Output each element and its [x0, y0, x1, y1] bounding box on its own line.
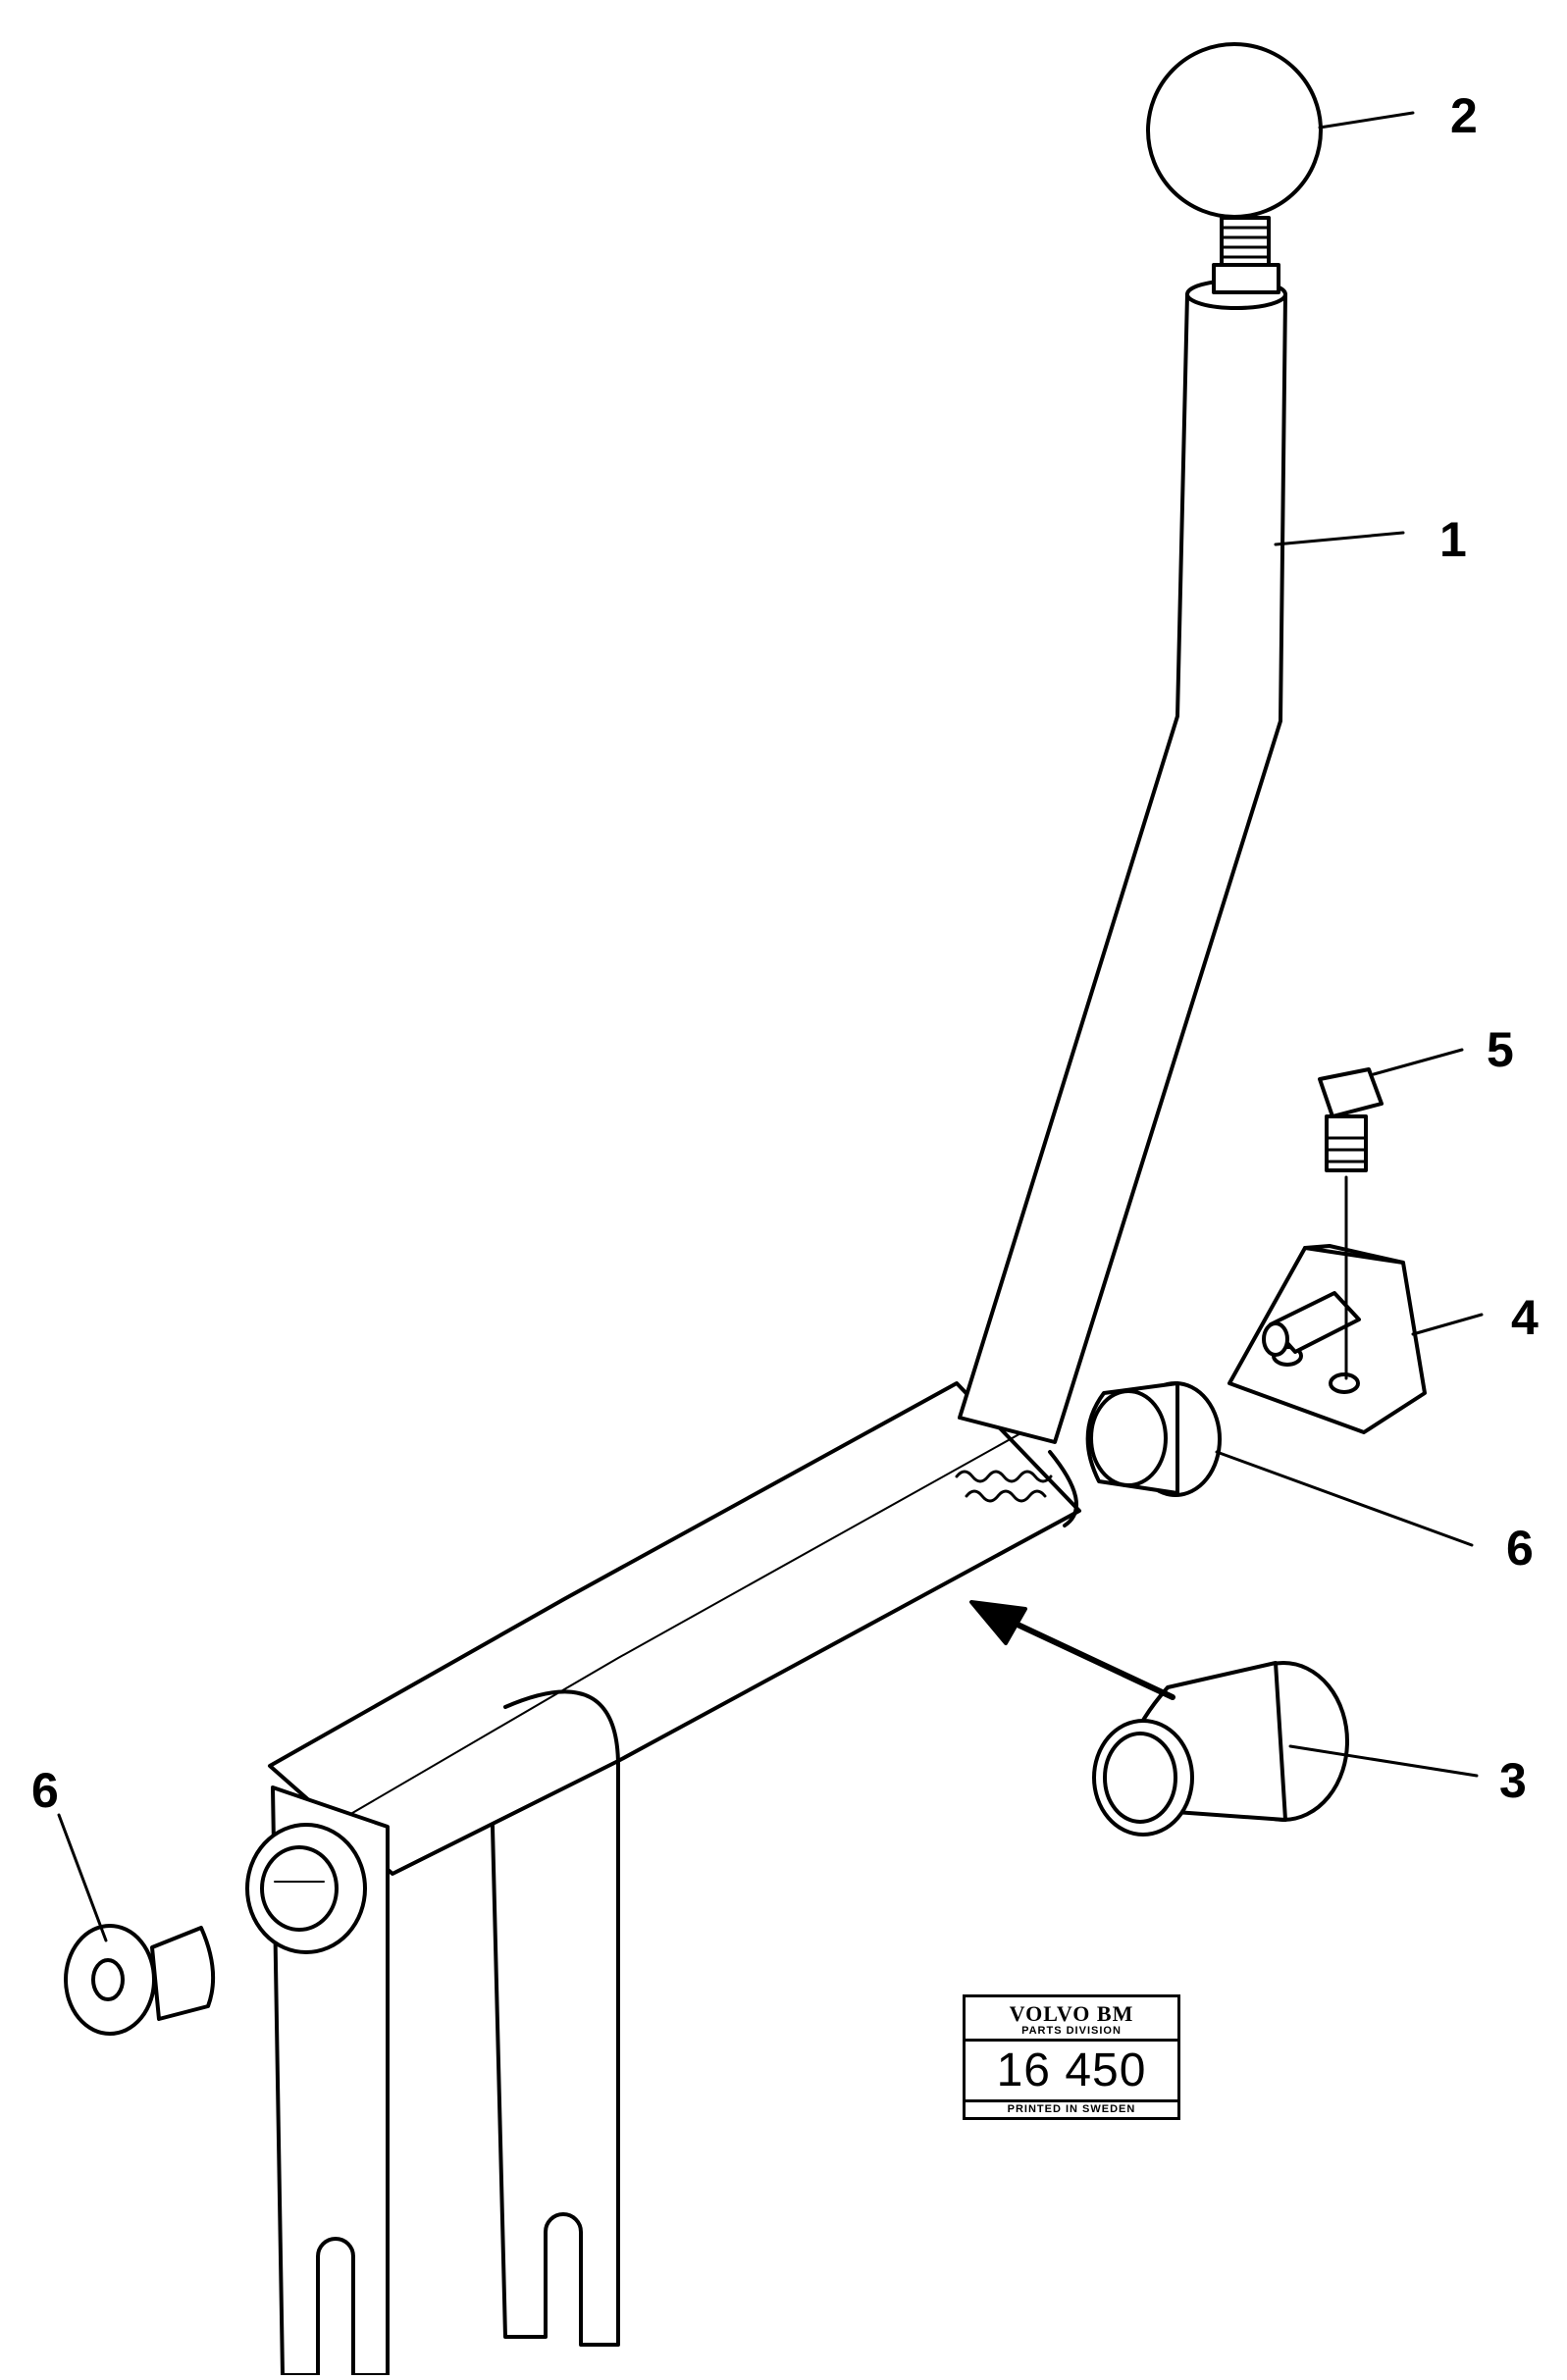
bracket: [1227, 1244, 1427, 1434]
assembly-arrow: [969, 1600, 1175, 1700]
shaft-collar: [503, 1689, 620, 1768]
bolt: [1318, 1067, 1384, 1380]
bushing-right: [1085, 1381, 1222, 1497]
lever-thread: [1212, 216, 1280, 294]
callout-6-left: 6: [31, 1763, 59, 1818]
fork-arm-front: [245, 1785, 390, 2377]
rubber-boot: [1092, 1661, 1349, 1837]
leader-lines: [57, 111, 1484, 1942]
callout-4: 4: [1511, 1290, 1539, 1345]
stamp-number: 16 450: [996, 2044, 1147, 2096]
lever-tube: [955, 279, 1287, 1527]
knob: [1146, 42, 1323, 219]
bushing-left: [64, 1924, 216, 2036]
callout-2: 2: [1450, 88, 1478, 143]
callout-1: 1: [1439, 512, 1467, 567]
shaft: [268, 1381, 1081, 1876]
stamp-division: PARTS DIVISION: [1021, 2025, 1122, 2037]
fork-arm-rear: [487, 1669, 620, 2347]
stamp-divider: [966, 2039, 1177, 2042]
stamp-printed: PRINTED IN SWEDEN: [1007, 2103, 1136, 2115]
stamp-brand: VOLVO BM: [1009, 2001, 1134, 2026]
callout-5: 5: [1487, 1022, 1514, 1077]
stamp-divider: [966, 2099, 1177, 2102]
parts-division-stamp: VOLVO BM PARTS DIVISION 16 450 PRINTED I…: [963, 1994, 1180, 2120]
callout-6-right: 6: [1506, 1521, 1534, 1576]
callout-3: 3: [1499, 1753, 1527, 1808]
